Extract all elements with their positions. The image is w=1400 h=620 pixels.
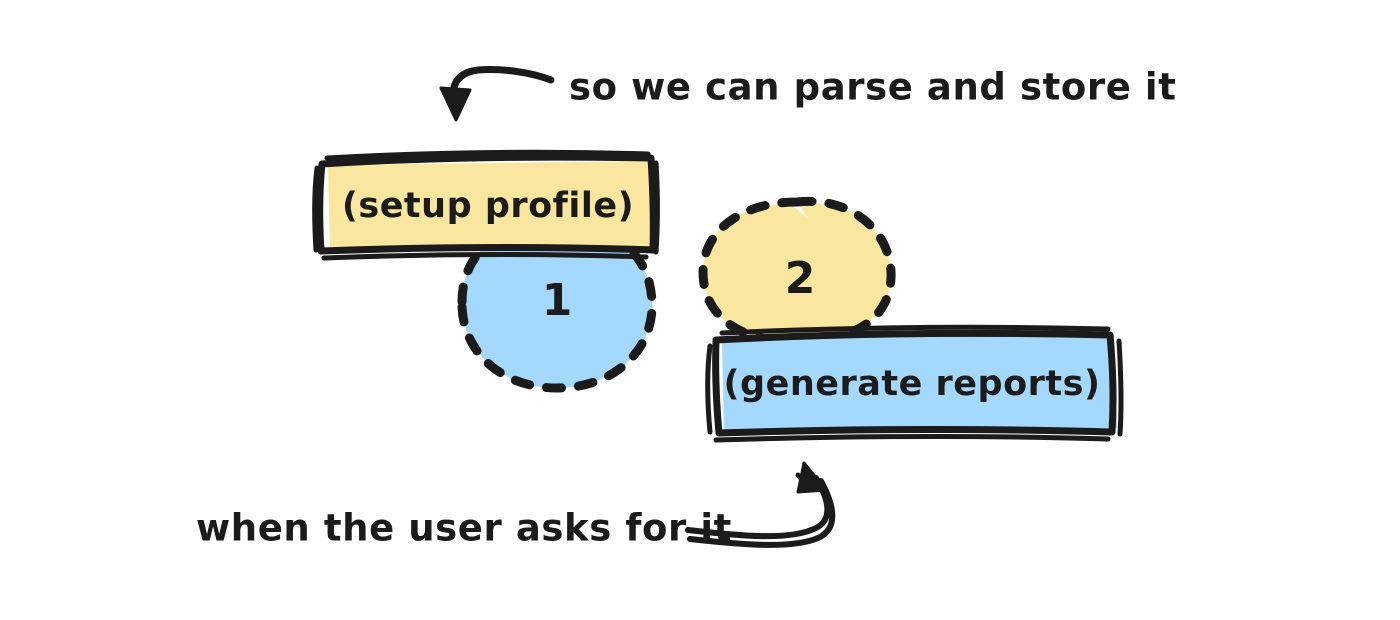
bottom-arrow-head-tick xyxy=(795,472,811,489)
step-1-badge[interactable] xyxy=(457,219,657,393)
step-2-badge-fill xyxy=(703,202,892,342)
step-2-box-label: (generate reports) xyxy=(724,364,1101,404)
step-2-box-outline-a xyxy=(712,329,1117,437)
step-1-badge-fill xyxy=(461,224,653,388)
step-2-box-outline-b xyxy=(705,324,1124,443)
step-1-number: 1 xyxy=(542,275,573,326)
bottom-annotation-arrow-icon xyxy=(685,461,836,548)
top-annotation-arrow-icon xyxy=(439,66,555,122)
step-1-box-label: (setup profile) xyxy=(342,186,634,226)
top-arrow-shaft xyxy=(448,66,555,103)
bottom-arrow-shaft-inner xyxy=(687,478,836,548)
step-2-box-fill xyxy=(722,334,1117,432)
step-1-box-outline-a xyxy=(316,153,657,255)
top-annotation-text: so we can parse and store it xyxy=(569,66,1177,109)
step-1-box[interactable]: (setup profile) xyxy=(312,149,660,261)
bottom-annotation: when the user asks for it xyxy=(196,461,836,550)
bottom-arrow-shaft-outer xyxy=(685,475,831,540)
step-2-box[interactable]: (generate reports) xyxy=(705,324,1124,443)
bottom-annotation-text: when the user asks for it xyxy=(196,507,732,550)
step-2-number: 2 xyxy=(785,253,816,304)
step-1-box-fill xyxy=(328,161,655,252)
top-arrow-head xyxy=(439,86,472,122)
step-1-box-outline-b xyxy=(312,149,660,261)
top-annotation: so we can parse and store it xyxy=(439,66,1177,122)
